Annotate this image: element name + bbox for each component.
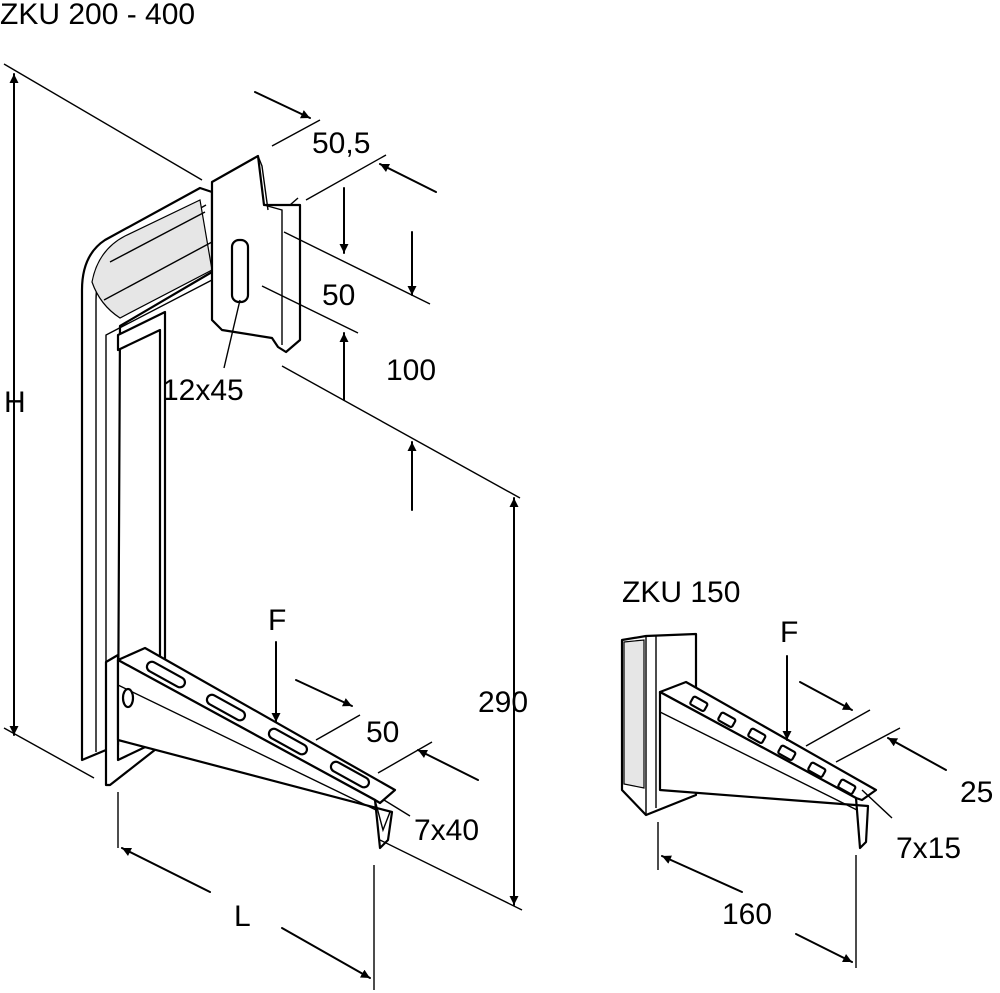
dim-vertical-spacing: 290: [478, 686, 528, 719]
dim-small-hole-pitch: 25: [960, 776, 993, 809]
small-arm-hole: [837, 778, 857, 796]
main-arm-slot: [205, 693, 247, 722]
small-dimensions: F 25 7x15 160: [657, 616, 993, 968]
main-arm-slot: [267, 727, 309, 756]
main-arm-slot: [145, 660, 187, 689]
dim-top-width: 50,5: [312, 127, 370, 160]
main-top-bracket: [210, 154, 302, 354]
dim-small-length: 160: [722, 898, 772, 931]
main-bracket: [80, 154, 397, 850]
small-arm-hole: [777, 744, 797, 762]
main-arm-hole: [121, 687, 135, 709]
main-dimensions: H 50,5 50 100 12x45 290 F 50: [3, 63, 528, 990]
main-shoulder: [91, 199, 213, 319]
main-force-label: F: [268, 604, 286, 637]
main-slot: [230, 238, 250, 304]
small-arm-hole: [747, 727, 767, 745]
dim-main-length: L: [234, 900, 251, 933]
dim-small-hole-size: 7x15: [896, 832, 961, 865]
dim-main-hole-pitch: 50: [366, 716, 399, 749]
title-small: ZKU 150: [622, 576, 740, 609]
dim-slot-size: 12x45: [162, 374, 244, 407]
title-main: ZKU 200 - 400: [0, 0, 195, 31]
small-bracket: [620, 632, 878, 850]
dim-slot-pitch: 50: [322, 279, 355, 312]
dim-h-label: H: [4, 386, 26, 419]
main-arm-slot: [329, 760, 371, 789]
small-arm-hole: [689, 695, 709, 713]
dim-main-hole-size: 7x40: [414, 814, 479, 847]
main-arm-side: [116, 658, 394, 850]
small-arm-hole: [717, 711, 737, 729]
dim-top-gap: 100: [386, 354, 436, 387]
small-arm-hole: [807, 761, 827, 779]
small-force-label: F: [780, 616, 798, 649]
small-arm-side: [658, 690, 870, 850]
